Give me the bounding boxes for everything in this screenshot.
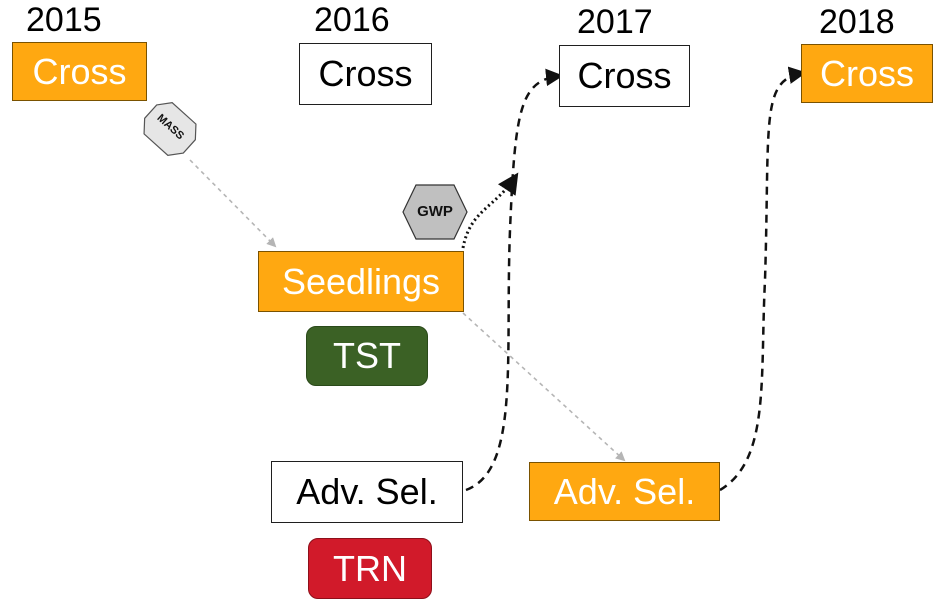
mass-tag — [143, 102, 197, 156]
gwp-flow-arrow — [461, 172, 519, 249]
tst-badge: TST — [306, 326, 428, 386]
adv-sel-white-box: Adv. Sel. — [271, 461, 463, 523]
cross-2016-box: Cross — [299, 43, 432, 105]
cross-2017-box: Cross — [559, 45, 690, 107]
trn-badge: TRN — [308, 538, 432, 599]
year-label-2016: 2016 — [314, 1, 390, 39]
seedlings-to-adv-sel-arrow — [462, 312, 626, 462]
adv-sel-to-cross-2018-arrow — [719, 66, 807, 492]
year-label-2017: 2017 — [577, 3, 653, 41]
cross-2018-box: Cross — [801, 44, 933, 103]
mass-flow-arrow — [189, 159, 277, 248]
adv-sel-to-cross-2017-arrow — [465, 68, 564, 492]
gwp-tag-label: GWP — [417, 203, 453, 220]
seedlings-box: Seedlings — [258, 251, 464, 312]
cross-2015-box: Cross — [12, 42, 147, 101]
adv-sel-orange-box: Adv. Sel. — [529, 462, 720, 521]
year-label-2018: 2018 — [819, 3, 895, 41]
gwp-tag — [402, 184, 468, 240]
year-label-2015: 2015 — [26, 1, 102, 39]
